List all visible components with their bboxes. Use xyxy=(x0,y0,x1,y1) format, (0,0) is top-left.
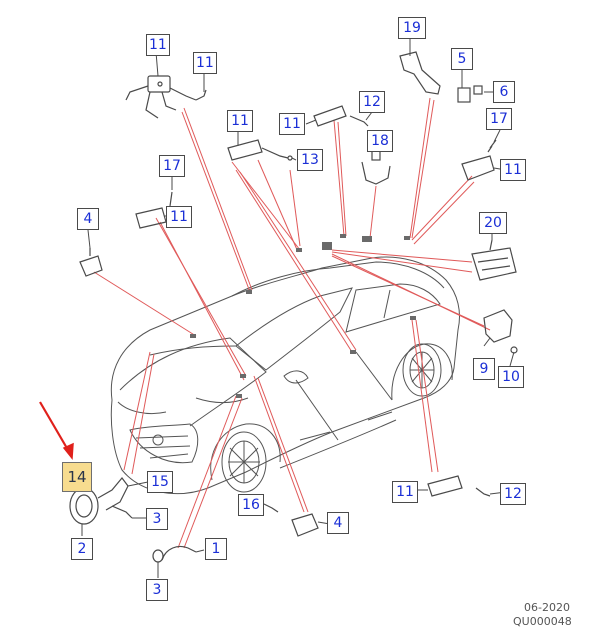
sensor-bracket-part xyxy=(313,105,369,127)
callout-9[interactable]: 9 xyxy=(473,358,495,380)
callout-7[interactable]: 11 xyxy=(193,52,217,74)
callout-1[interactable]: 1 xyxy=(205,538,227,560)
footer-reference: QU000048 xyxy=(513,615,572,628)
horn-bottom-part xyxy=(152,545,197,563)
callout-19[interactable]: 19 xyxy=(398,17,426,39)
harness-module-part xyxy=(125,75,207,119)
vehicle-outline xyxy=(110,256,460,495)
callout-3-middle[interactable]: 3 xyxy=(146,508,168,530)
callout-12-top[interactable]: 12 xyxy=(359,91,385,113)
mounting-points xyxy=(190,234,416,398)
pointer-arrow xyxy=(39,401,74,460)
callout-8[interactable]: 11 xyxy=(146,34,170,56)
callout-11-left[interactable]: 11 xyxy=(166,206,192,228)
radar-sensor-left-part xyxy=(79,248,103,277)
callout-11-bottom[interactable]: 11 xyxy=(392,481,418,503)
rear-bracket-part xyxy=(483,309,518,354)
side-sensor-right-part xyxy=(461,139,497,181)
control-module-part xyxy=(471,239,517,281)
rear-wheel xyxy=(402,343,442,397)
callout-10[interactable]: 10 xyxy=(498,366,524,388)
callout-12-bottom[interactable]: 12 xyxy=(500,483,526,505)
leader-lines xyxy=(93,97,491,549)
callout-17-right[interactable]: 17 xyxy=(486,108,512,130)
callout-14-highlighted[interactable]: 14 xyxy=(62,462,92,492)
callout-11-right[interactable]: 11 xyxy=(500,159,526,181)
radar-sensor-bottom-part xyxy=(263,503,319,537)
callout-4-left[interactable]: 4 xyxy=(77,208,99,230)
callout-17-left[interactable]: 17 xyxy=(159,155,185,177)
callout-2[interactable]: 2 xyxy=(71,538,93,560)
antenna-bracket-part xyxy=(399,51,483,103)
footer-date: 06-2020 xyxy=(524,601,570,614)
callout-18[interactable]: 18 xyxy=(367,130,393,152)
callout-15[interactable]: 15 xyxy=(147,471,173,493)
rear-sensor-part xyxy=(427,475,491,497)
callout-20[interactable]: 20 xyxy=(479,212,507,234)
callout-11-top-middle[interactable]: 11 xyxy=(279,113,305,135)
callout-6[interactable]: 6 xyxy=(493,81,515,103)
callout-16[interactable]: 16 xyxy=(238,494,264,516)
callout-5[interactable]: 5 xyxy=(451,48,473,70)
callout-3-bottom[interactable]: 3 xyxy=(146,579,168,601)
callout-4-bottom[interactable]: 4 xyxy=(327,512,349,534)
front-wheel xyxy=(221,431,267,493)
callout-11-top-left[interactable]: 11 xyxy=(227,110,253,132)
callout-13[interactable]: 13 xyxy=(297,149,323,171)
